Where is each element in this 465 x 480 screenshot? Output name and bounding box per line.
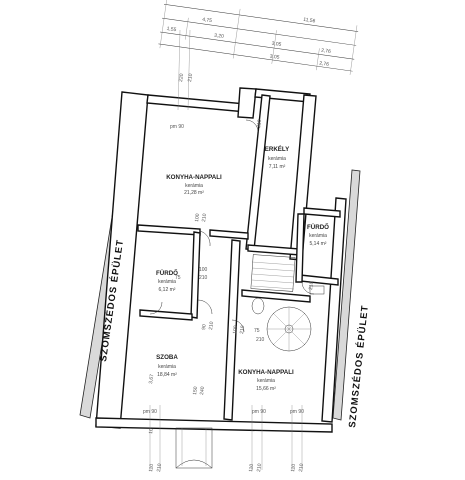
dim-4-75: 4,75 [202,17,213,24]
svg-text:90: 90 [201,324,208,331]
svg-text:210: 210 [308,281,315,290]
window-ticks [149,29,303,470]
dim-3-05-b: 3,05 [269,54,280,61]
doors [149,119,315,469]
svg-text:210: 210 [199,275,208,281]
room-bath-left: FÜRDŐ kerámia 6,12 m² [156,270,178,293]
svg-text:10: 10 [148,428,155,435]
svg-text:110: 110 [248,463,255,472]
svg-text:240: 240 [199,386,206,395]
svg-text:110: 110 [148,463,155,472]
sink-icon [309,285,325,295]
room-area: 7,11 m² [269,164,286,170]
room-area: 15,66 m² [256,386,276,392]
svg-text:75: 75 [254,328,260,334]
room-kitchen-lower: KONYHA-NAPPALI kerámia 15,66 m² [238,369,294,392]
svg-text:pm 90: pm 90 [290,409,304,415]
dim-11-56: 11,56 [303,17,316,25]
room-name: FÜRDŐ [156,270,178,277]
interior-walls [137,94,341,421]
toilet-icon [251,297,265,315]
svg-text:150: 150 [192,386,199,395]
top-dimension-chain: 4,75 11,56 1,55 3,20 3,05 2,76 3,05 2,76 [158,0,359,75]
spiral-stair [266,306,312,352]
room-name: SZOBA [156,354,178,361]
room-floor: kerámia [185,183,203,189]
dim-3-05: 3,05 [271,41,282,48]
straight-stair [250,254,296,292]
room-kitchen-upper: KONYHA-NAPPALI kerámia 21,28 m² [166,174,222,196]
room-area: 21,28 m² [184,190,204,196]
svg-text:210: 210 [298,463,305,472]
outer-walls [95,87,347,433]
svg-text:3,67: 3,67 [148,374,155,385]
svg-text:210: 210 [256,337,265,343]
fixtures [251,285,325,315]
svg-text:220: 220 [178,73,185,82]
dimension-labels: 220 210 pm 90 210 100 210 100 210 75 90 … [143,73,315,472]
room-floor: kerámia [158,364,176,370]
room-area: 6,12 m² [159,287,176,293]
room-balcony: ERKÉLY kerámia 7,11 m² [265,145,290,170]
svg-text:pm 90: pm 90 [143,409,157,415]
svg-text:100: 100 [199,267,208,273]
svg-text:210: 210 [256,463,263,472]
svg-text:100: 100 [232,325,239,334]
dim-2-76-b: 2,76 [319,61,330,68]
room-area: 5,14 m² [310,241,327,247]
dim-3-20: 3,20 [214,33,225,40]
room-name: KONYHA-NAPPALI [238,369,294,376]
room-floor: kerámia [257,378,275,384]
dim-1-55: 1,55 [166,26,177,33]
room-area: 18,84 m² [157,372,177,378]
room-bath-right: FÜRDŐ kerámia 5,14 m² [307,224,329,247]
room-floor: kerámia [158,279,176,285]
room-name: ERKÉLY [265,145,290,153]
room-floor: kerámia [309,233,327,239]
svg-text:210: 210 [201,213,208,222]
svg-text:210: 210 [156,463,163,472]
room-room: SZOBA kerámia 18,84 m² [156,354,178,378]
svg-text:210: 210 [239,325,246,334]
room-floor: kerámia [268,156,286,162]
svg-text:210: 210 [208,321,215,330]
svg-text:210: 210 [256,119,263,128]
svg-text:100: 100 [194,213,201,222]
dim-2-76: 2,76 [321,48,332,55]
room-name: FÜRDŐ [307,224,329,231]
room-name: KONYHA-NAPPALI [166,174,222,181]
svg-text:110: 110 [290,463,297,472]
svg-text:210: 210 [187,73,194,82]
svg-text:pm 90: pm 90 [252,409,266,415]
neighbour-label-right: SZOMSZÉDOS ÉPÜLET [347,304,371,428]
svg-text:pm 90: pm 90 [170,124,184,130]
svg-text:75: 75 [175,275,181,281]
